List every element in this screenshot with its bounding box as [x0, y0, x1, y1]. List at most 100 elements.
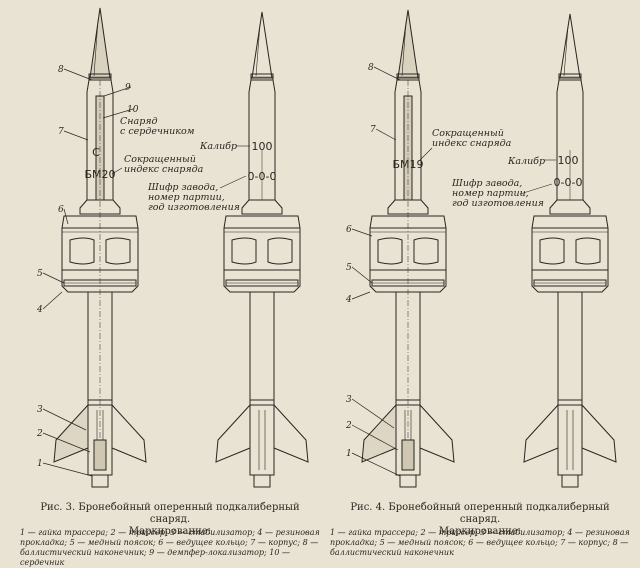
figure4-callout-3-leader — [351, 398, 395, 429]
fin-right — [273, 403, 309, 463]
fin-left — [53, 403, 89, 463]
figure3-factory-leader — [219, 175, 247, 189]
figure3-legend: 1 — гайка трассера; 2 — трассер; 3 — ста… — [20, 528, 320, 567]
ballistic-tip — [559, 13, 581, 79]
fin-right — [419, 403, 455, 463]
figure4-factory-value: 0-0-0 — [554, 176, 583, 189]
figure4-index-leader — [419, 147, 433, 161]
figure4-callout-8: 8 — [368, 63, 374, 73]
fin-left — [215, 403, 251, 463]
figure3-caption-title: Рис. 3. Бронебойный оперенный подкалибер… — [40, 502, 300, 525]
figure4-outline-drawing — [523, 13, 617, 488]
figure3-callout-7-leader — [63, 130, 89, 141]
ring-window-left — [377, 237, 403, 265]
figure4-caption: Рис. 4. Бронебойный оперенный подкалибер… — [330, 502, 630, 538]
figure4-caption-sub: Маркирование: — [438, 526, 522, 537]
shoulder — [241, 199, 283, 215]
figure4-legend: 1 — гайка трассера; 2 — трассер; 3 — ста… — [330, 528, 630, 557]
figure3-callout-9-leader — [103, 86, 132, 97]
figure3-callout-4: 4 — [36, 305, 43, 315]
shoulder — [549, 199, 591, 215]
figure3-callout-10: 10 — [127, 105, 139, 115]
ring-window-right — [575, 237, 601, 265]
lower-body — [249, 292, 275, 406]
driving-ring — [223, 215, 301, 293]
figure3-callout-1: 1 — [37, 459, 43, 469]
figure4-caption-title: Рис. 4. Бронебойный оперенный подкалибер… — [350, 502, 610, 525]
figure3-callout-8: 8 — [58, 65, 64, 75]
figure3-section-drawing — [53, 7, 147, 488]
figure4-caliber-label: Калибр — [507, 156, 545, 167]
figure3-callout-6: 6 — [58, 205, 64, 215]
figure4-callout-2: 2 — [345, 421, 352, 431]
figure3-index-mark: БМ20 — [84, 168, 115, 181]
tip-shade — [93, 19, 99, 77]
figure4-callout-7-leader — [375, 128, 397, 141]
driving-ring — [531, 215, 609, 293]
figure3-callout-10-leader — [102, 108, 134, 119]
ring-window-left — [231, 237, 257, 265]
ballistic-tip — [89, 7, 111, 79]
stabilizer-hub — [249, 399, 275, 476]
shoulder — [79, 199, 121, 215]
fin-left — [523, 403, 559, 463]
figure4-section-drawing — [361, 9, 455, 488]
tracer — [401, 439, 415, 471]
tracer — [93, 439, 107, 471]
figure3-caliber-label: Калибр — [199, 141, 237, 152]
figure3-caliber-value: 100 — [252, 140, 273, 153]
figure4-factory-label: Шифр завода,номер партии,год изготовлени… — [451, 178, 544, 209]
figure4-callout-2-leader — [351, 424, 399, 451]
figure3-callout-3: 3 — [37, 405, 43, 415]
figure4-caliber-value: 100 — [558, 154, 579, 167]
fin-right — [581, 403, 617, 463]
figure4-callout-4-leader — [351, 291, 371, 300]
tracer-nut — [253, 474, 271, 488]
lower-body — [395, 292, 421, 406]
figure4-callout-5: 5 — [346, 263, 352, 273]
stabilizer-hub — [87, 399, 113, 476]
figure4-callout-6: 6 — [346, 225, 352, 235]
driving-ring — [369, 215, 447, 293]
tracer-nut — [91, 474, 109, 488]
ring-window-right — [413, 237, 439, 265]
figure3-outline-drawing — [215, 11, 309, 488]
ring-window-right — [105, 237, 131, 265]
figure3-callout-6-leader — [63, 208, 69, 225]
figure4-index-mark: БМ19 — [392, 158, 423, 171]
figure3-callout-9: 9 — [125, 83, 131, 93]
tracer-nut — [561, 474, 579, 488]
figure3-callout-3-leader — [42, 408, 87, 431]
figure4-callout-4: 4 — [345, 295, 352, 305]
tip-shade — [563, 25, 569, 77]
figure3-callout-5-leader — [42, 272, 65, 284]
lower-body — [557, 292, 583, 406]
figure3-callout-2-leader — [42, 432, 91, 453]
tip-shade — [401, 21, 407, 77]
figure3-caption: Рис. 3. Бронебойный оперенный подкалибер… — [20, 502, 320, 538]
shoulder — [387, 199, 429, 215]
ring-window-left — [69, 237, 95, 265]
driving-ring — [61, 215, 139, 293]
figure4-callout-1: 1 — [346, 449, 352, 459]
figure3-callout-1-leader — [42, 462, 93, 477]
ballistic-tip — [251, 11, 273, 79]
stabilizer-hub — [395, 399, 421, 476]
lower-body — [87, 292, 113, 406]
figure3-callout-8-leader — [63, 68, 93, 81]
figure4-callout-8-leader — [373, 66, 401, 81]
fin-right — [111, 403, 147, 463]
figure3-letter-c: С — [92, 146, 100, 159]
ring-window-left — [539, 237, 565, 265]
figure4-callout-1-leader — [351, 452, 401, 477]
figure3-callout-4-leader — [42, 291, 63, 310]
stabilizer-hub — [557, 399, 583, 476]
figure4-callout-3: 3 — [346, 395, 352, 405]
figure3-index-leader — [111, 167, 123, 175]
figure4-callout-7: 7 — [370, 125, 376, 135]
figure4-factory-leader — [519, 183, 553, 195]
figure3-callout-2: 2 — [36, 429, 43, 439]
